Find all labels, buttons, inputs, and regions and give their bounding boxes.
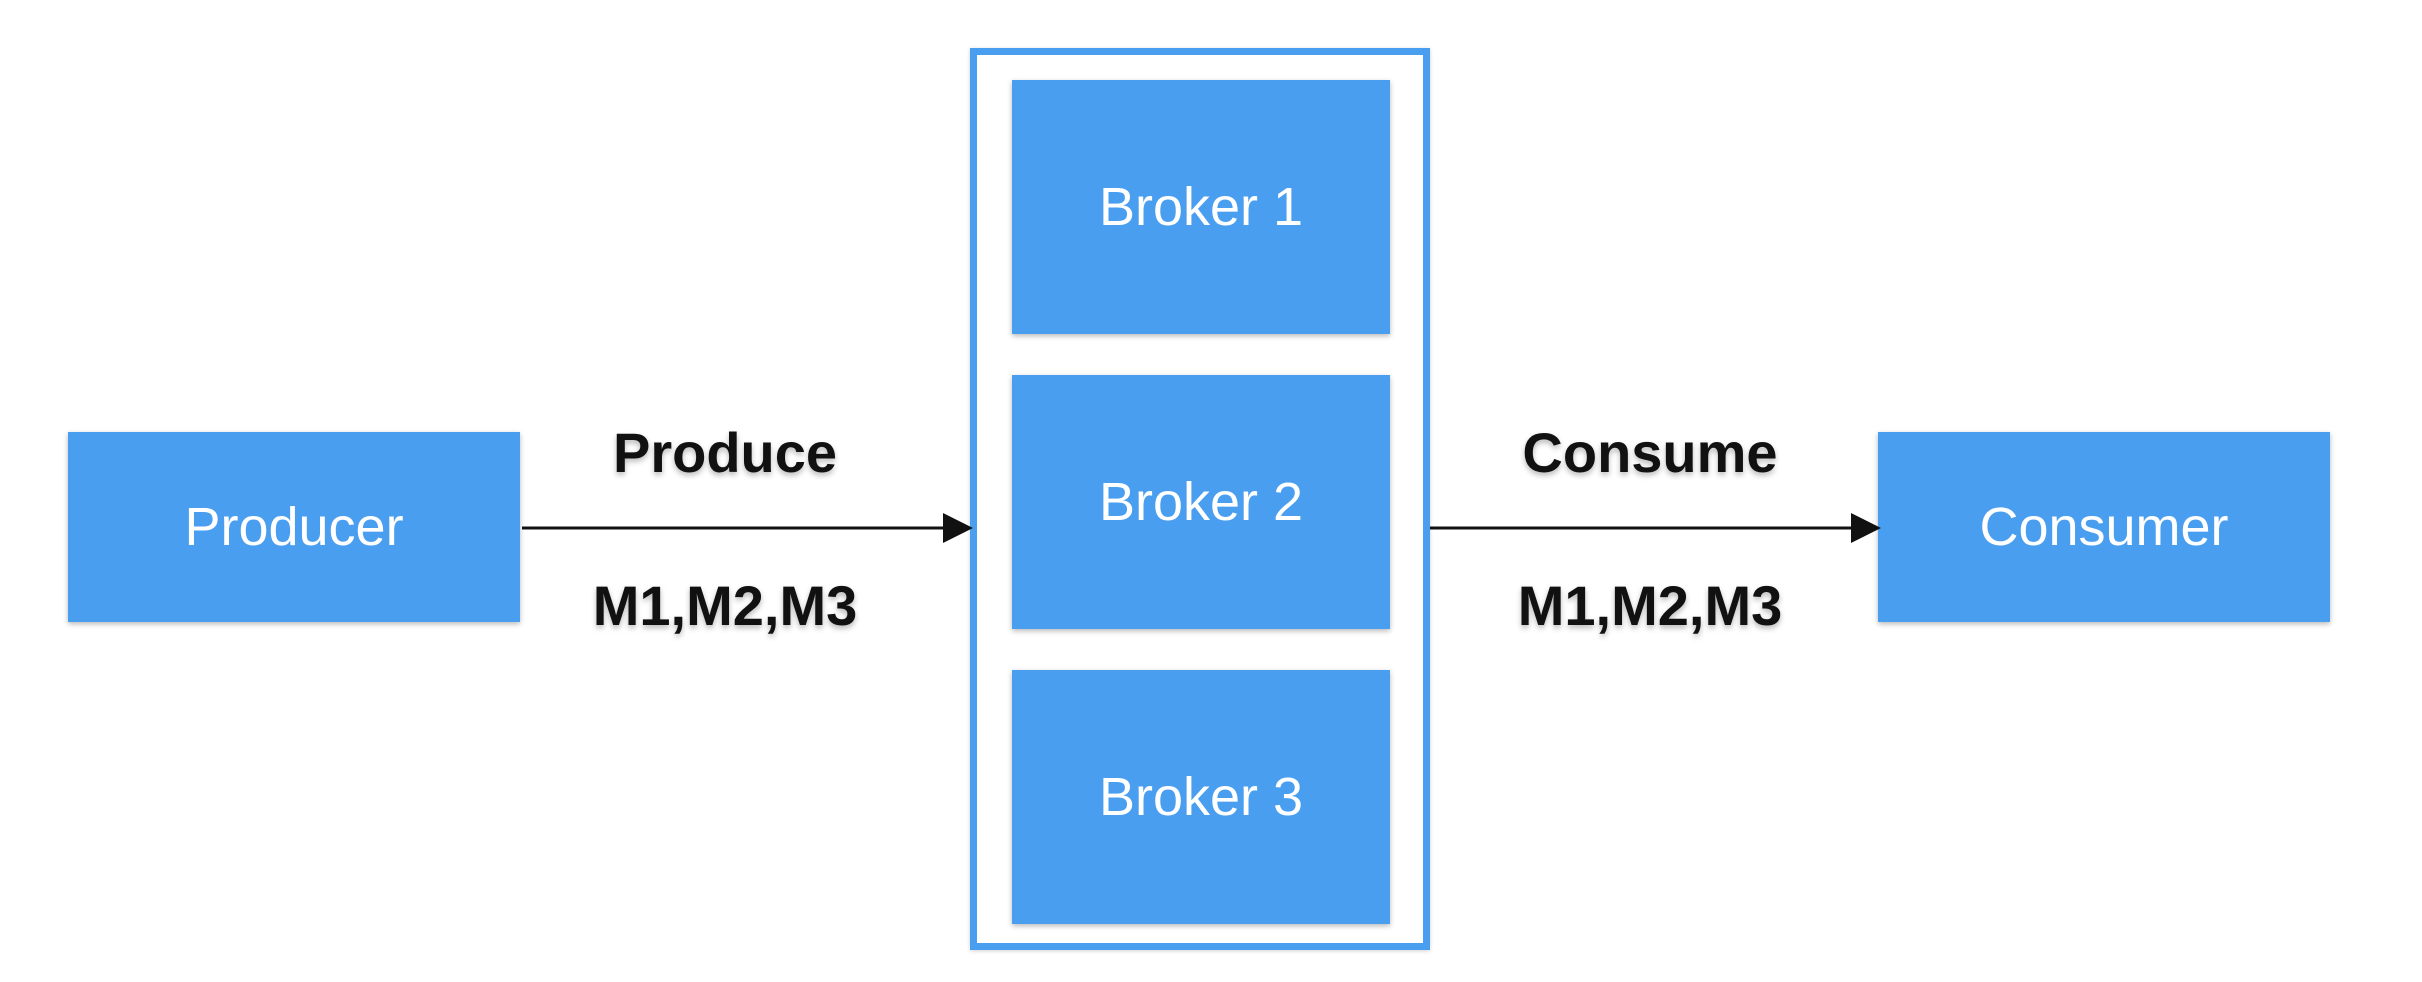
broker-3-label: Broker 3	[1098, 767, 1304, 827]
consume-messages-label: M1,M2,M3	[1517, 574, 1783, 637]
broker-1-node: Broker 1	[1012, 80, 1390, 334]
produce-messages-label: M1,M2,M3	[592, 574, 858, 637]
producer-node: Producer	[68, 432, 520, 622]
consumer-node: Consumer	[1878, 432, 2330, 622]
broker-2-label: Broker 2	[1098, 472, 1304, 532]
consume-edge-label: Consume	[1522, 421, 1778, 484]
broker-1-label: Broker 1	[1098, 177, 1304, 237]
broker-2-node: Broker 2	[1012, 375, 1390, 629]
producer-label: Producer	[184, 497, 404, 557]
produce-edge-label: Produce	[612, 421, 838, 484]
broker-3-node: Broker 3	[1012, 670, 1390, 924]
consumer-label: Consumer	[1979, 497, 2229, 557]
